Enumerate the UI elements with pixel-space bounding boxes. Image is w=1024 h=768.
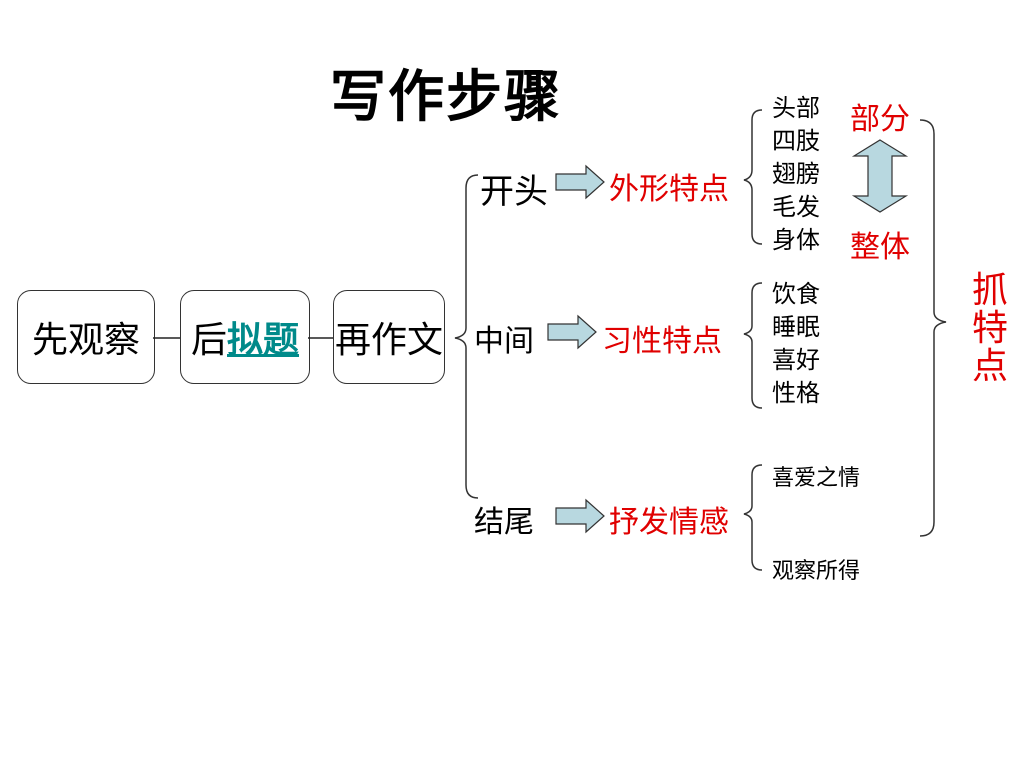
habit-brace xyxy=(743,282,763,409)
step-title-prefix: 后 xyxy=(190,320,227,361)
step-write-label: 再作文 xyxy=(334,320,443,361)
list-item: 毛发 xyxy=(772,193,820,221)
relation-part-label: 部分 xyxy=(850,102,910,137)
summary-label: 抓特点 xyxy=(971,270,1008,387)
emotion-brace xyxy=(743,464,763,571)
appearance-brace xyxy=(743,109,763,245)
relation-whole-label: 整体 xyxy=(850,230,910,265)
step-write-box: 再作文 xyxy=(333,290,445,384)
sections-brace xyxy=(454,174,479,499)
list-item: 四肢 xyxy=(772,127,820,155)
step-observe-box: 先观察 xyxy=(17,290,155,384)
section-label-ending: 结尾 xyxy=(474,505,534,540)
page-title: 写作步骤 xyxy=(330,65,562,130)
habit-list: 饮食 睡眠 喜好 性格 xyxy=(772,278,820,410)
section-label-middle: 中间 xyxy=(474,324,534,359)
list-item: 身体 xyxy=(772,226,820,254)
arrow-icon xyxy=(547,314,597,350)
step-title-box: 后拟题 xyxy=(180,290,310,384)
emotion-item-love: 喜爱之情 xyxy=(772,466,861,491)
step-title-label: 后拟题 xyxy=(191,311,299,363)
appearance-list: 头部 四肢 翅膀 毛发 身体 xyxy=(772,92,820,257)
feature-habits: 习性特点 xyxy=(602,324,722,359)
list-item: 睡眠 xyxy=(772,313,820,341)
feature-appearance: 外形特点 xyxy=(609,172,729,207)
list-item: 饮食 xyxy=(772,280,820,308)
emotion-item-observation: 观察所得 xyxy=(772,559,861,584)
feature-emotion: 抒发情感 xyxy=(609,505,729,540)
section-label-opening: 开头 xyxy=(480,172,548,212)
list-item: 喜好 xyxy=(772,346,820,374)
list-item: 翅膀 xyxy=(772,160,820,188)
title-link[interactable]: 拟题 xyxy=(227,320,300,361)
list-item: 头部 xyxy=(772,94,820,122)
arrow-icon xyxy=(555,164,605,200)
list-item: 性格 xyxy=(772,379,820,407)
double-arrow-icon xyxy=(851,139,909,213)
step-observe-label: 先观察 xyxy=(31,320,140,361)
summary-brace xyxy=(919,119,947,537)
arrow-icon xyxy=(555,498,605,534)
